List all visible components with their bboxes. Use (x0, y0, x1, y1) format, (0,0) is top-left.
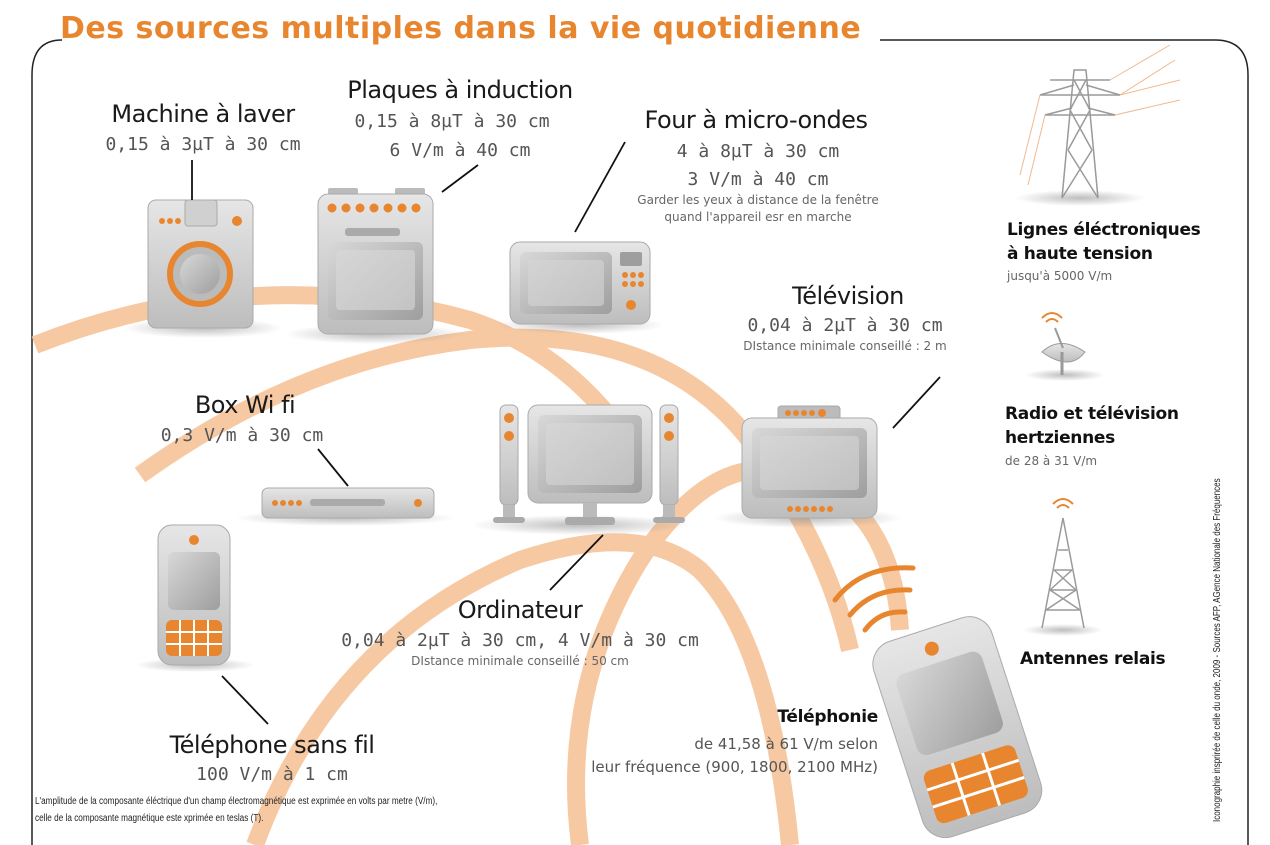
cordless-label: Téléphone sans fil (169, 731, 375, 759)
cordless-phone-icon (135, 524, 255, 672)
page-title: Des sources multiples dans la vie quotid… (60, 11, 862, 46)
induction-value-1: 0,15 à 8µT à 30 cm (354, 111, 550, 132)
callout-wifi (317, 448, 349, 487)
wave-arc (134, 328, 859, 652)
powerlines-label-1: Lignes éléctroniques (1007, 220, 1201, 240)
footnote-line-1: L'amplitude de la composante éléctrique … (35, 796, 438, 807)
frame-border (31, 39, 63, 845)
microwave-note-2: quand l'appareil esr en marche (664, 210, 852, 224)
frame-border-top (880, 39, 1249, 845)
computer-value: 0,04 à 2µT à 30 cm, 4 V/m à 30 cm (341, 630, 699, 651)
callout-computer (549, 534, 604, 591)
mobile-label: Téléphonie (777, 707, 878, 727)
television-icon (713, 405, 903, 528)
wifi-label: Box Wi fi (194, 391, 296, 419)
wifi-box-icon (235, 487, 455, 526)
footnote-line-2: celle de la composante magnétique este x… (35, 813, 264, 824)
tv-value: 0,04 à 2µT à 30 cm (747, 315, 943, 336)
power-tower-icon (1015, 44, 1181, 206)
source-credit: Iconographie insprirée de celle du onde,… (1212, 478, 1223, 822)
induction-value-2: 6 V/m à 40 cm (389, 140, 531, 161)
signal-waves-icon (832, 565, 916, 633)
induction-label: Plaques à induction (347, 76, 573, 104)
microwave-value-1: 4 à 8µT à 30 cm (676, 141, 840, 162)
washer-label: Machine à laver (111, 100, 295, 128)
microwave-icon (495, 241, 665, 334)
satellite-dish-icon (1025, 312, 1105, 381)
mobile-value-2: leur fréquence (900, 1800, 2100 MHz) (591, 758, 878, 776)
microwave-label: Four à micro-ondes (644, 106, 868, 134)
tv-note: DIstance minimale conseillé : 2 m (743, 339, 947, 353)
relay-antenna-icon (1023, 498, 1103, 636)
callout-tv (892, 376, 941, 429)
microwave-note-1: Garder les yeux à distance de la fenêtre (637, 193, 879, 207)
callout-microwave (574, 141, 626, 233)
computer-icon (470, 404, 690, 535)
antennas-label: Antennes relais (1020, 649, 1166, 669)
radio-value: de 28 à 31 V/m (1005, 454, 1098, 468)
washer-value: 0,15 à 3µT à 30 cm (105, 134, 301, 155)
washing-machine-icon (123, 199, 283, 338)
mobile-value-1: de 41,58 à 61 V/m selon (694, 735, 878, 753)
tv-label: Télévision (792, 282, 904, 310)
cordless-value: 100 V/m à 1 cm (196, 764, 348, 785)
computer-note: DIstance minimale conseillé : 50 cm (411, 654, 629, 668)
mobile-phone-icon (872, 616, 1043, 839)
radio-label-1: Radio et télévision (1005, 404, 1179, 424)
computer-label: Ordinateur (457, 596, 583, 624)
radio-label-2: hertziennes (1005, 428, 1115, 448)
callout-cordless (221, 675, 269, 725)
callout-lines (191, 141, 941, 725)
powerlines-label-2: à haute tension (1007, 244, 1153, 264)
wifi-value: 0,3 V/m à 30 cm (160, 425, 324, 446)
callout-induction (441, 164, 479, 193)
induction-cooker-icon (285, 188, 465, 344)
powerlines-value: jusqu'à 5000 V/m (1007, 269, 1113, 283)
microwave-value-2: 3 V/m à 40 cm (687, 169, 829, 190)
wave-arc (246, 533, 799, 845)
